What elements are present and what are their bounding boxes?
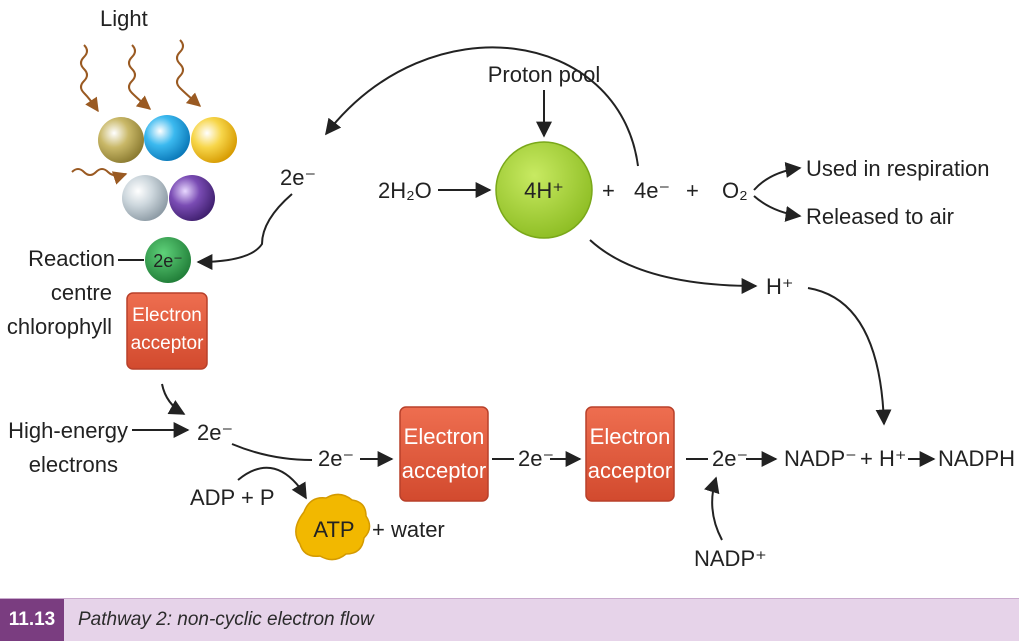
atp-blob bbox=[295, 493, 371, 561]
electron-acceptor-box-3 bbox=[585, 406, 675, 502]
high-energy-label-line-2: electrons bbox=[29, 452, 118, 477]
high-energy-to-chain-arrow bbox=[231, 443, 313, 461]
used-in-respiration-label: Used in respiration bbox=[806, 156, 989, 181]
light-ray-2 bbox=[128, 44, 152, 110]
reaction-centre-label-line-1: Reaction bbox=[28, 246, 115, 271]
electron-acceptor-2-line-1: Electron bbox=[404, 424, 485, 449]
high-energy-label-line-1: High-energy bbox=[8, 418, 128, 443]
figure-number: 11.13 bbox=[0, 599, 64, 641]
reaction-centre-label-line-2: centre bbox=[51, 280, 112, 305]
yellow-pigment bbox=[191, 117, 237, 163]
electron-acceptor-2-line-2: acceptor bbox=[402, 458, 486, 483]
electron-acceptor-3-line-2: acceptor bbox=[588, 458, 672, 483]
light-ray-1 bbox=[80, 44, 99, 113]
electron-acceptor-3-line-1: Electron bbox=[590, 424, 671, 449]
proton-pool-ions: 4H⁺ bbox=[524, 178, 564, 203]
non-cyclic-electron-flow-diagram: Light 2e⁻ Reaction centre chlorophyll El… bbox=[7, 6, 1015, 571]
plus-sign-1: + bbox=[602, 178, 615, 203]
acceptor-to-high-energy-arrow bbox=[161, 383, 186, 415]
chain-electrons-1: 2e⁻ bbox=[318, 446, 354, 471]
h-plus-label: H⁺ bbox=[766, 274, 794, 299]
high-energy-electrons: 2e⁻ bbox=[197, 420, 233, 445]
nadp-minus-label: NADP⁻ bbox=[784, 446, 857, 471]
reaction-centre-label-line-3: chlorophyll bbox=[7, 314, 112, 339]
water-label: 2H₂O bbox=[378, 178, 432, 203]
figure-caption-bar: 11.13 Pathway 2: non-cyclic electron flo… bbox=[0, 598, 1019, 641]
silver-pigment bbox=[122, 175, 168, 221]
light-ray-3 bbox=[176, 39, 202, 107]
nadph-label: NADPH bbox=[938, 446, 1015, 471]
olive-pigment bbox=[98, 117, 144, 163]
pool-to-h-plus-arrow bbox=[589, 239, 758, 294]
plus-sign-2: + bbox=[686, 178, 699, 203]
electron-acceptor-box-2 bbox=[399, 406, 489, 502]
oxygen-to-respiration-arrow bbox=[753, 161, 802, 191]
atp-label: ATP bbox=[313, 517, 354, 542]
h-plus-to-nadph-arrow bbox=[807, 287, 892, 426]
oxygen-label: O₂ bbox=[722, 178, 748, 203]
figure-caption: Pathway 2: non-cyclic electron flow bbox=[78, 609, 374, 630]
four-electrons-label: 4e⁻ bbox=[634, 178, 670, 203]
chain-electrons-3: 2e⁻ bbox=[712, 446, 748, 471]
reaction-centre-electrons: 2e⁻ bbox=[153, 251, 183, 271]
reaction-centre-circle bbox=[145, 237, 191, 283]
light-label: Light bbox=[100, 6, 148, 31]
plus-h-label: + H⁺ bbox=[860, 446, 906, 471]
oxygen-to-air-arrow bbox=[753, 195, 802, 222]
electron-acceptor-1-line-2: acceptor bbox=[131, 333, 205, 354]
proton-pool-label: Proton pool bbox=[488, 62, 601, 87]
electrons-to-reaction-centre-arrow bbox=[196, 193, 293, 270]
electron-acceptor-box-1 bbox=[126, 292, 208, 370]
proton-pool-circle bbox=[495, 141, 593, 239]
blue-pigment bbox=[144, 115, 190, 161]
adp-p-label: ADP + P bbox=[190, 485, 275, 510]
purple-pigment bbox=[169, 175, 215, 221]
chain-electrons-2: 2e⁻ bbox=[518, 446, 554, 471]
adp-to-atp-arrow bbox=[237, 466, 307, 500]
plus-water-label: + water bbox=[372, 517, 445, 542]
light-ray-4 bbox=[71, 168, 128, 185]
returning-electrons-label: 2e⁻ bbox=[280, 165, 316, 190]
nadp-plus-to-chain-arrow bbox=[704, 476, 723, 541]
electrons-return-arc bbox=[325, 46, 639, 167]
electron-acceptor-1-line-1: Electron bbox=[132, 305, 202, 326]
nadp-plus-label: NADP⁺ bbox=[694, 546, 767, 571]
released-to-air-label: Released to air bbox=[806, 204, 954, 229]
